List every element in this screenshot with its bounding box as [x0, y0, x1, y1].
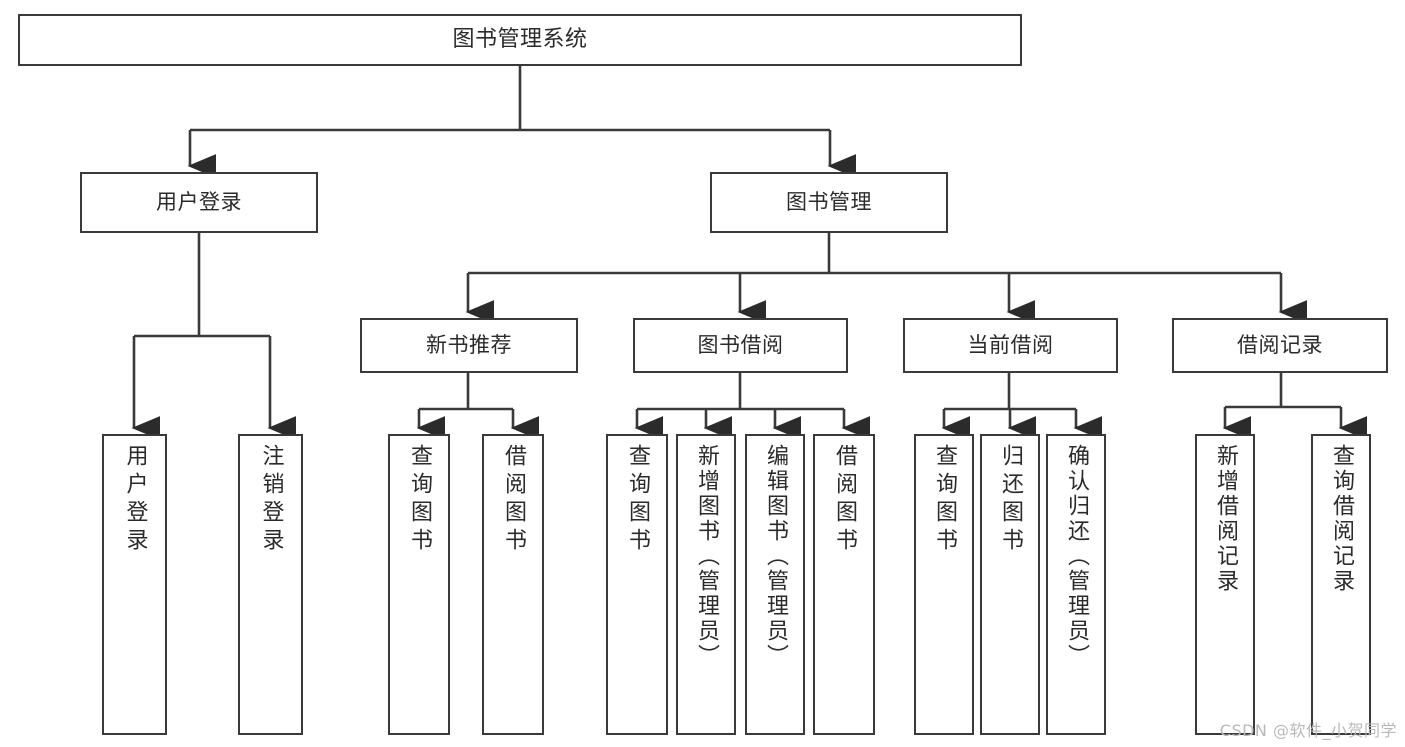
node-label: 图书管理系统	[452, 27, 588, 53]
leaf-borrow-query-book[interactable]: 查询图书	[606, 434, 668, 735]
node-label: 确认归还（管理员）	[1064, 444, 1089, 669]
leaf-borrow-add-book-admin[interactable]: 新增图书（管理员）	[676, 434, 736, 735]
node-label: 借阅图书	[501, 444, 526, 556]
leaf-current-query-book[interactable]: 查询图书	[914, 434, 974, 735]
leaf-borrow-borrow-book[interactable]: 借阅图书	[813, 434, 875, 735]
node-label: 借阅图书	[832, 444, 857, 556]
leaf-record-query-record[interactable]: 查询借阅记录	[1311, 434, 1371, 735]
node-book-management[interactable]: 图书管理	[710, 172, 948, 233]
leaf-current-return-book[interactable]: 归还图书	[980, 434, 1040, 735]
node-borrow-record[interactable]: 借阅记录	[1172, 318, 1388, 373]
node-label: 查询图书	[932, 444, 957, 556]
node-label: 当前借阅	[967, 333, 1054, 358]
node-label: 归还图书	[998, 444, 1023, 556]
node-label: 新增图书（管理员）	[694, 444, 719, 669]
leaf-record-add-record[interactable]: 新增借阅记录	[1195, 434, 1255, 735]
node-user-login[interactable]: 用户登录	[80, 172, 318, 233]
node-label: 编辑图书（管理员）	[763, 444, 788, 669]
node-current-borrow[interactable]: 当前借阅	[903, 318, 1118, 373]
node-label: 新增借阅记录	[1213, 444, 1238, 594]
node-label: 用户登录	[122, 444, 148, 556]
leaf-current-confirm-return-admin[interactable]: 确认归还（管理员）	[1046, 434, 1106, 735]
leaf-user-login-login[interactable]: 用户登录	[102, 434, 167, 735]
node-root-system[interactable]: 图书管理系统	[18, 14, 1022, 66]
node-label: 查询图书	[407, 444, 432, 556]
leaf-recommend-borrow-book[interactable]: 借阅图书	[482, 434, 544, 735]
node-label: 图书管理	[786, 190, 872, 215]
leaf-user-login-logout[interactable]: 注销登录	[238, 434, 303, 735]
node-label: 新书推荐	[426, 333, 512, 358]
node-label: 查询借阅记录	[1329, 444, 1354, 594]
node-label: 注销登录	[258, 444, 284, 556]
node-label: 查询图书	[625, 444, 650, 556]
node-label: 图书借阅	[697, 333, 784, 358]
watermark: CSDN @软件_小贺同学	[1219, 721, 1397, 740]
node-label: 用户登录	[156, 190, 242, 215]
node-book-borrow[interactable]: 图书借阅	[633, 318, 848, 373]
node-label: 借阅记录	[1237, 333, 1323, 358]
leaf-borrow-edit-book-admin[interactable]: 编辑图书（管理员）	[745, 434, 805, 735]
leaf-recommend-query-book[interactable]: 查询图书	[388, 434, 450, 735]
node-new-book-recommend[interactable]: 新书推荐	[360, 318, 578, 373]
